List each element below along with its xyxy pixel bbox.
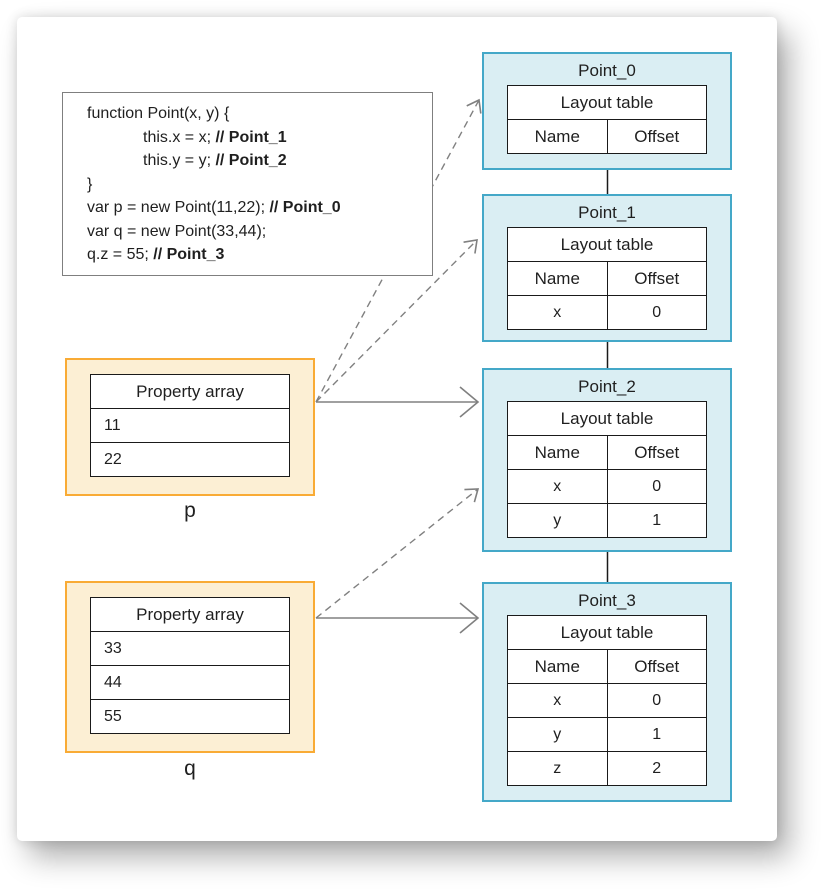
code-line: }	[87, 173, 424, 197]
code-line: var p = new Point(11,22); // Point_0	[87, 196, 424, 220]
layout-table-header: Layout table	[507, 85, 707, 120]
layout-table-header: Layout table	[507, 227, 707, 262]
property-array-header: Property array	[90, 374, 290, 409]
property-value: 11	[90, 408, 290, 443]
code-line: this.y = y; // Point_2	[143, 149, 424, 173]
row-name-cell: y	[507, 717, 608, 752]
hidden-class-title: Point_0	[578, 61, 636, 80]
row-name-cell: x	[507, 683, 608, 718]
layout-table-header: Layout table	[507, 401, 707, 436]
row-offset-cell: 2	[606, 751, 707, 786]
layout-table-point3: Layout table Name Offset x 0 y 1 z 2	[507, 615, 707, 786]
property-value: 33	[90, 631, 290, 666]
code-line: this.x = x; // Point_1	[143, 126, 424, 150]
code-text: var p = new Point(11,22);	[87, 199, 270, 216]
property-array-header: Property array	[90, 597, 290, 632]
code-text: this.x = x;	[143, 128, 216, 146]
hidden-class-box-point2: Point_2 Layout table Name Offset x 0 y 1	[482, 368, 732, 552]
object-box-q: Property array 33 44 55	[65, 581, 315, 753]
column-header-offset: Offset	[606, 119, 707, 154]
hidden-class-box-point3: Point_3 Layout table Name Offset x 0 y 1…	[482, 582, 732, 802]
row-name-cell: y	[507, 503, 608, 538]
column-header-offset: Offset	[606, 649, 707, 684]
hidden-class-box-point1: Point_1 Layout table Name Offset x 0	[482, 194, 732, 342]
row-offset-cell: 0	[606, 469, 707, 504]
hidden-class-title: Point_2	[578, 377, 636, 396]
row-name-cell: z	[507, 751, 608, 786]
code-line: q.z = 55; // Point_3	[87, 243, 424, 267]
code-line: function Point(x, y) {	[87, 102, 424, 126]
code-comment: // Point_3	[153, 246, 225, 263]
property-array-table-q: Property array 33 44 55	[90, 597, 290, 734]
row-offset-cell: 0	[606, 683, 707, 718]
column-header-name: Name	[507, 649, 608, 684]
code-text: this.y = y;	[143, 152, 216, 169]
column-header-offset: Offset	[606, 261, 707, 296]
property-value: 22	[90, 442, 290, 477]
column-header-offset: Offset	[606, 435, 707, 470]
row-offset-cell: 0	[606, 295, 707, 330]
object-box-p: Property array 11 22	[65, 358, 315, 496]
code-text: function Point(x, y) {	[87, 105, 230, 122]
column-header-name: Name	[507, 435, 608, 470]
property-value: 55	[90, 699, 290, 734]
code-text: q.z = 55;	[87, 246, 154, 263]
code-comment: // Point_0	[269, 199, 341, 216]
column-header-name: Name	[507, 261, 608, 296]
column-header-name: Name	[507, 119, 608, 154]
row-name-cell: x	[507, 295, 608, 330]
code-text: }	[87, 175, 93, 193]
layout-table-point0: Layout table Name Offset	[507, 85, 707, 154]
layout-table-point1: Layout table Name Offset x 0	[507, 227, 707, 330]
object-label-q: q	[184, 757, 196, 780]
hidden-class-title: Point_3	[578, 591, 636, 610]
property-value: 44	[90, 665, 290, 700]
row-offset-cell: 1	[606, 503, 707, 538]
object-label-p: p	[184, 499, 196, 522]
code-comment: // Point_2	[215, 152, 287, 169]
code-snippet-box: function Point(x, y) { this.x = x; // Po…	[62, 92, 433, 276]
code-text: var q = new Point(33,44);	[87, 222, 267, 240]
property-array-table-p: Property array 11 22	[90, 374, 290, 477]
code-comment: // Point_1	[215, 128, 287, 146]
hidden-class-title: Point_1	[578, 203, 636, 222]
layout-table-header: Layout table	[507, 615, 707, 650]
hidden-class-box-point0: Point_0 Layout table Name Offset	[482, 52, 732, 170]
code-line: var q = new Point(33,44);	[87, 220, 424, 244]
row-name-cell: x	[507, 469, 608, 504]
row-offset-cell: 1	[606, 717, 707, 752]
layout-table-point2: Layout table Name Offset x 0 y 1	[507, 401, 707, 538]
